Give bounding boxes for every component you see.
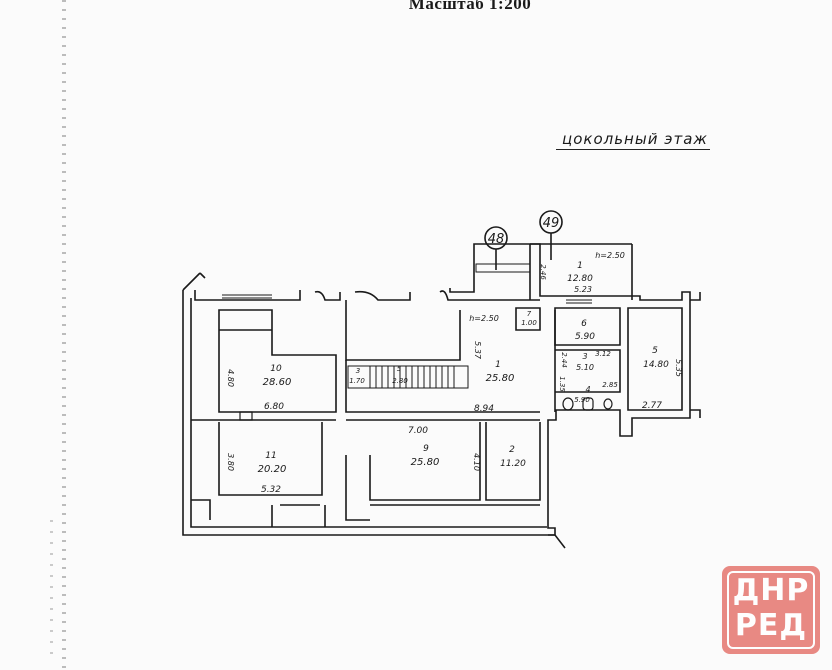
room-area: 1.70 [349, 377, 365, 385]
room-number: 5 [652, 346, 658, 356]
dimension: 2.46 [539, 264, 547, 280]
room-area: 11.20 [500, 459, 526, 469]
inner-walls [191, 299, 683, 527]
scan-edge-dots [50, 520, 53, 660]
dimension: 3.80 [226, 453, 235, 471]
room-number: 7 [527, 310, 532, 318]
dimension: 2.85 [602, 381, 618, 389]
room-number: 11 [265, 451, 276, 461]
room-number: 3 [356, 367, 360, 375]
room-area: 5.10 [576, 363, 594, 372]
logo-line: ДНР [732, 573, 810, 608]
dimension: 2.44 [560, 352, 568, 368]
dimension: 4.10 [472, 453, 481, 471]
room-number: 2 [509, 445, 515, 455]
axis-label: 49 [543, 216, 560, 231]
room-area: 20.20 [258, 464, 287, 475]
dimension: 5.37 [473, 341, 482, 360]
room-area: 5.90 [575, 332, 595, 342]
dimension: 5.23 [574, 285, 592, 294]
room-number: 3 [582, 352, 587, 361]
floor-title: цокольный этаж [556, 130, 710, 150]
room-area: 25.80 [411, 457, 440, 468]
dimension: 4.80 [226, 369, 235, 387]
dimension: 5.35 [674, 359, 683, 377]
room-number: 4 [585, 385, 590, 394]
ceiling-height: h=2.50 [595, 251, 625, 260]
room-area: 5.90 [574, 396, 590, 404]
room-area: 25.80 [486, 373, 515, 384]
dimension: 5.32 [261, 485, 281, 495]
room-area: 2.80 [392, 377, 408, 385]
dimension: 1.35 [558, 376, 566, 392]
axis-label: 48 [488, 232, 505, 247]
room-area: 12.80 [567, 274, 593, 284]
dimension: 6.80 [264, 402, 284, 412]
dimension: 3.12 [595, 350, 611, 358]
logo-line: РЕД [734, 608, 808, 643]
ceiling-height: h=2.50 [469, 314, 499, 323]
axis-markers [484, 210, 563, 270]
dimension: 2.77 [642, 401, 662, 411]
scan-edge-dots [62, 0, 66, 670]
room-area: 1.00 [521, 319, 537, 327]
dimension: 7.00 [408, 426, 428, 436]
stairs [222, 263, 592, 421]
room-number: 9 [423, 444, 429, 454]
watermark-logo: ДНР РЕД [722, 566, 820, 654]
room-number: 1 [495, 360, 501, 370]
room-area: 14.80 [643, 360, 669, 370]
room-number: 10 [270, 364, 282, 374]
room-number: 5 [397, 365, 402, 373]
outer-walls [182, 243, 701, 549]
sanitary-fixtures [562, 397, 613, 411]
dimension: 8.94 [474, 404, 494, 414]
room-number: 6 [581, 319, 587, 329]
room-area: 28.60 [263, 377, 292, 388]
scale-label: Масштаб 1:200 [408, 0, 532, 13]
room-number: 1 [577, 261, 583, 271]
